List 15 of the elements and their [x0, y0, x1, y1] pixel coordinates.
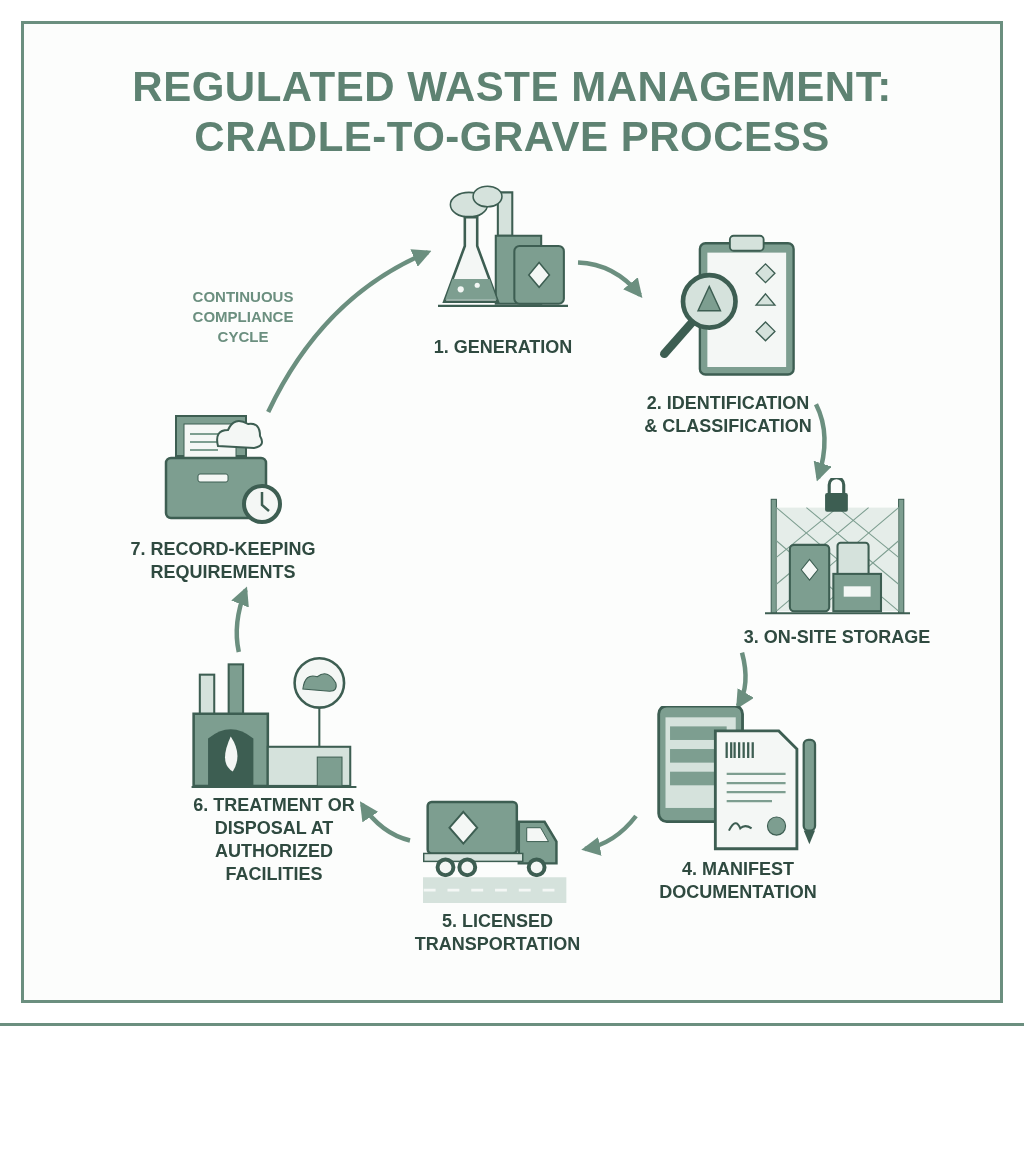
step-label: 3. ON-SITE STORAGE	[742, 626, 932, 649]
step-label: 6. TREATMENT OR DISPOSAL AT AUTHORIZED FACILITIES	[192, 794, 356, 886]
curved-arrow	[359, 801, 411, 843]
curved-arrow	[581, 814, 638, 856]
step-label: 2. IDENTIFICATION & CLASSIFICATION	[643, 392, 813, 438]
curved-arrow	[266, 249, 432, 413]
diagram-title: REGULATED WASTE MANAGEMENT: CRADLE-TO-GRAVE PROCESS	[131, 62, 893, 162]
curved-arrow	[577, 260, 643, 298]
curved-arrow	[813, 403, 832, 482]
step-label: 7. RECORD-KEEPING REQUIREMENTS	[129, 538, 317, 584]
curved-arrow	[231, 586, 250, 653]
step-label: 5. LICENSED TRANSPORTATION	[413, 910, 582, 956]
cycle-note: CONTINUOUS COMPLIANCE CYCLE	[191, 287, 295, 347]
step-label: 4. MANIFEST DOCUMENTATION	[658, 858, 818, 904]
step-label: 1. GENERATION	[432, 336, 574, 359]
